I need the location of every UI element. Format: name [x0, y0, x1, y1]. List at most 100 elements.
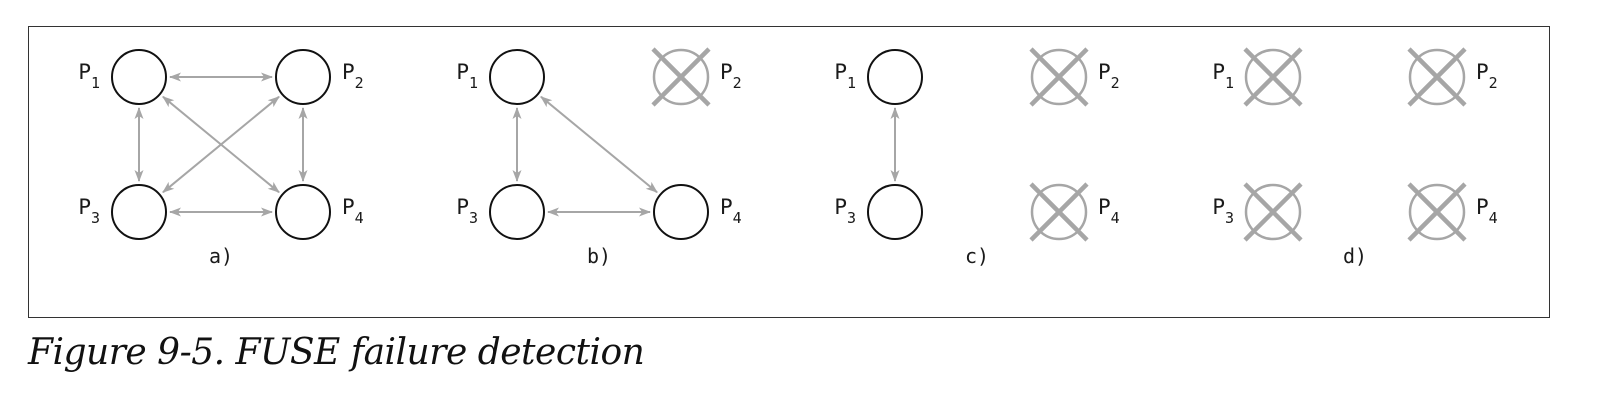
node-subscript: 2 — [355, 74, 364, 92]
node-circle — [867, 184, 923, 240]
node-p2-failed: P2 — [1029, 47, 1120, 107]
node-circle — [653, 184, 709, 240]
node-subscript: 3 — [91, 209, 100, 227]
node-p1: P1 — [78, 49, 167, 105]
failed-cross-icon — [1029, 182, 1089, 242]
node-name: P — [342, 60, 355, 84]
node-name: P — [78, 195, 91, 219]
node-subscript: 2 — [1111, 74, 1120, 92]
node-name: P — [1212, 60, 1225, 84]
node-label: P1 — [78, 60, 100, 92]
node-circle — [275, 49, 331, 105]
failed-cross-icon — [1243, 47, 1303, 107]
node-p3: P3 — [78, 184, 167, 240]
node-circle — [867, 49, 923, 105]
node-p4-failed: P4 — [1029, 182, 1120, 242]
node-p1-failed: P1 — [1212, 47, 1303, 107]
panel-label: a) — [209, 244, 233, 268]
node-subscript: 1 — [847, 74, 856, 92]
node-p1: P1 — [456, 49, 545, 105]
node-label: P1 — [1212, 60, 1234, 92]
node-circle — [1244, 183, 1302, 241]
failed-cross-icon — [1407, 47, 1467, 107]
node-circle — [652, 48, 710, 106]
node-p4: P4 — [275, 184, 364, 240]
node-subscript: 2 — [1489, 74, 1498, 92]
node-subscript: 3 — [847, 209, 856, 227]
node-p2: P2 — [275, 49, 364, 105]
node-subscript: 3 — [469, 209, 478, 227]
node-subscript: 1 — [469, 74, 478, 92]
node-subscript: 2 — [733, 74, 742, 92]
node-label: P1 — [456, 60, 478, 92]
node-p3: P3 — [834, 184, 923, 240]
node-subscript: 1 — [1225, 74, 1234, 92]
node-p1: P1 — [834, 49, 923, 105]
node-name: P — [456, 60, 469, 84]
edge-p1-p4 — [540, 95, 658, 194]
node-name: P — [720, 195, 733, 219]
node-circle — [111, 184, 167, 240]
failed-cross-icon — [1243, 182, 1303, 242]
node-name: P — [834, 60, 847, 84]
figure-caption: Figure 9-5. FUSE failure detection — [28, 332, 645, 373]
node-circle — [1408, 183, 1466, 241]
node-name: P — [1476, 60, 1489, 84]
node-label: P3 — [456, 195, 478, 227]
node-subscript: 4 — [733, 209, 742, 227]
node-p3-failed: P3 — [1212, 182, 1303, 242]
node-label: P3 — [1212, 195, 1234, 227]
node-circle — [1244, 48, 1302, 106]
node-circle — [1030, 183, 1088, 241]
node-label: P4 — [1476, 195, 1498, 227]
node-label: P3 — [834, 195, 856, 227]
node-name: P — [1476, 195, 1489, 219]
failed-cross-icon — [1407, 182, 1467, 242]
node-name: P — [1098, 60, 1111, 84]
node-label: P2 — [342, 60, 364, 92]
node-p4: P4 — [653, 184, 742, 240]
node-circle — [1408, 48, 1466, 106]
node-name: P — [720, 60, 733, 84]
node-label: P4 — [1098, 195, 1120, 227]
node-p2-failed: P2 — [1407, 47, 1498, 107]
node-p2-failed: P2 — [651, 47, 742, 107]
node-subscript: 4 — [1489, 209, 1498, 227]
panel-label: b) — [587, 244, 611, 268]
node-label: P2 — [720, 60, 742, 92]
failed-cross-icon — [1029, 47, 1089, 107]
node-name: P — [78, 60, 91, 84]
node-name: P — [834, 195, 847, 219]
node-label: P1 — [834, 60, 856, 92]
node-circle — [275, 184, 331, 240]
panel-label: c) — [965, 244, 989, 268]
node-label: P4 — [720, 195, 742, 227]
node-circle — [489, 49, 545, 105]
node-name: P — [342, 195, 355, 219]
node-circle — [1030, 48, 1088, 106]
node-circle — [489, 184, 545, 240]
node-p3: P3 — [456, 184, 545, 240]
node-label: P3 — [78, 195, 100, 227]
node-label: P2 — [1476, 60, 1498, 92]
node-subscript: 1 — [91, 74, 100, 92]
node-name: P — [1098, 195, 1111, 219]
edge-p2-p3 — [162, 95, 280, 194]
panel-label: d) — [1343, 244, 1367, 268]
node-p4-failed: P4 — [1407, 182, 1498, 242]
node-name: P — [456, 195, 469, 219]
node-name: P — [1212, 195, 1225, 219]
node-subscript: 3 — [1225, 209, 1234, 227]
node-label: P4 — [342, 195, 364, 227]
node-label: P2 — [1098, 60, 1120, 92]
node-subscript: 4 — [1111, 209, 1120, 227]
failed-cross-icon — [651, 47, 711, 107]
node-subscript: 4 — [355, 209, 364, 227]
node-circle — [111, 49, 167, 105]
